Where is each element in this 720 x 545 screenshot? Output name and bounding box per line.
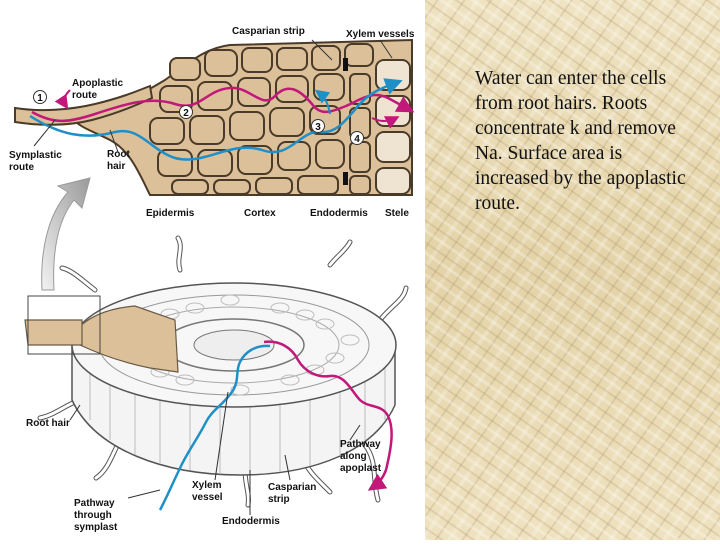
symplastic-pathway-bottom bbox=[158, 344, 271, 511]
label-apoplastic-route-2: route bbox=[72, 90, 97, 101]
label-pathway-symplast-1: Pathway bbox=[74, 498, 115, 509]
label-cortex: Cortex bbox=[244, 208, 276, 219]
apoplastic-arrow-label bbox=[54, 89, 71, 110]
label-casparian-strip-bottom-2: strip bbox=[268, 494, 290, 505]
label-pathway-apoplast-1: Pathway bbox=[340, 439, 381, 450]
label-xylem-vessel-2: vessel bbox=[192, 492, 223, 503]
label-xylem-vessel-1: Xylem bbox=[192, 480, 222, 491]
tissue-section bbox=[14, 38, 413, 196]
root-hair-extension bbox=[14, 84, 154, 126]
label-pathway-apoplast-2: along bbox=[340, 451, 367, 462]
step-3-arrow bbox=[314, 89, 331, 115]
label-root-hair-top-2: hair bbox=[107, 161, 125, 172]
label-symplastic-route-1: Symplastic bbox=[9, 150, 62, 161]
label-stele: Stele bbox=[385, 208, 409, 219]
step-3: 3 bbox=[315, 122, 321, 133]
label-apoplastic-route-1: Apoplastic bbox=[72, 78, 124, 89]
root-water-uptake-diagram: 1 2 3 4 Casparian strip Xylem vessels Ap… bbox=[9, 26, 415, 533]
label-pathway-symplast-2: through bbox=[74, 510, 112, 521]
label-endodermis-bottom: Endodermis bbox=[222, 516, 280, 527]
diagram-svg: 1 2 3 4 Casparian strip Xylem vessels Ap… bbox=[9, 26, 415, 533]
step-4: 4 bbox=[354, 134, 360, 145]
label-casparian-strip-top: Casparian strip bbox=[232, 26, 305, 37]
step-2: 2 bbox=[183, 108, 189, 119]
apoplastic-pathway-bottom bbox=[263, 340, 393, 491]
label-symplastic-route-2: route bbox=[9, 162, 34, 173]
label-pathway-symplast-3: symplast bbox=[74, 522, 118, 533]
label-root-hair-top-1: Root bbox=[107, 149, 130, 160]
zoom-arrow bbox=[41, 177, 91, 291]
highlighted-sector bbox=[75, 305, 179, 373]
symplastic-route-path bbox=[29, 78, 403, 161]
apoplastic-route-path bbox=[31, 86, 415, 123]
top-leader-lines bbox=[33, 39, 393, 153]
label-pathway-apoplast-3: apoplast bbox=[340, 463, 382, 474]
label-epidermis: Epidermis bbox=[146, 208, 195, 219]
step-4-arrow bbox=[371, 116, 400, 129]
step-markers: 1 2 3 4 bbox=[33, 90, 364, 145]
slide-body-text: Water can enter the cells from root hair… bbox=[475, 68, 686, 214]
label-casparian-strip-bottom-1: Casparian bbox=[268, 482, 316, 493]
root-cross-section bbox=[24, 235, 409, 508]
woven-background-panel bbox=[425, 0, 720, 540]
bottom-leader-lines bbox=[69, 391, 361, 515]
label-xylem-vessels: Xylem vessels bbox=[346, 29, 415, 40]
label-root-hair-bottom: Root hair bbox=[26, 418, 70, 429]
zoom-box bbox=[27, 295, 101, 355]
step-1: 1 bbox=[37, 93, 43, 104]
label-endodermis-top: Endodermis bbox=[310, 208, 368, 219]
